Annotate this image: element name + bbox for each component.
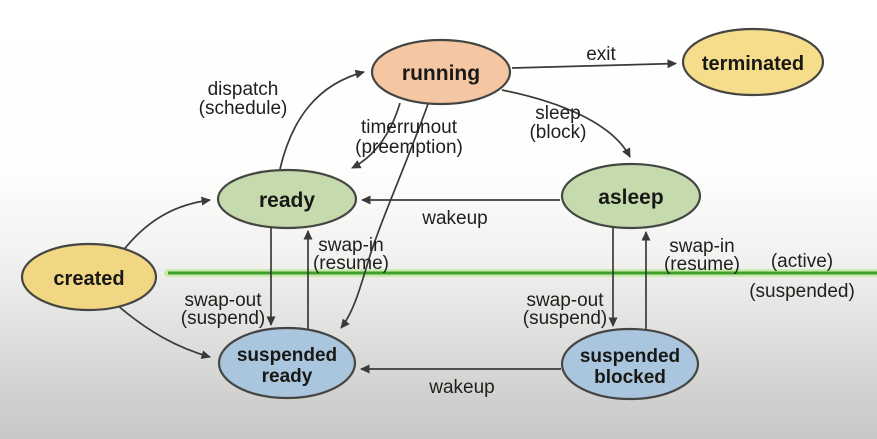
edge-dispatch bbox=[279, 69, 365, 170]
edge-timerrunout bbox=[351, 102, 401, 169]
swap-out-right-label-line2: (suspend) bbox=[523, 308, 608, 329]
ready-ellipse bbox=[216, 168, 358, 230]
suspended-blocked-label-line2: blocked bbox=[594, 367, 666, 388]
active-zone-label: (active) bbox=[771, 251, 833, 272]
swap-in-right-label-line2: (resume) bbox=[664, 254, 740, 275]
ready-label: ready bbox=[259, 189, 315, 212]
created-ellipse bbox=[20, 242, 158, 312]
node-suspended-ready: suspended ready bbox=[217, 326, 357, 400]
edge-exit bbox=[511, 59, 677, 69]
edge-created-to-ready bbox=[121, 196, 211, 253]
suspended-blocked-label-line1: suspended bbox=[580, 346, 680, 367]
dispatch-label-line1: dispatch bbox=[208, 79, 279, 100]
swap-in-left-label-line1: swap-in bbox=[318, 235, 383, 256]
sleep-label-line1: sleep bbox=[535, 103, 580, 124]
dispatch-label-line2: (schedule) bbox=[199, 98, 288, 119]
asleep-label: asleep bbox=[598, 186, 663, 209]
wakeup-mid-label: wakeup bbox=[421, 208, 488, 229]
node-suspended-blocked: suspended blocked bbox=[560, 327, 700, 401]
asleep-ellipse bbox=[560, 162, 702, 230]
terminated-ellipse bbox=[681, 27, 825, 97]
swap-in-left-label-line2: (resume) bbox=[313, 253, 389, 274]
sleep-label-line2: (block) bbox=[529, 122, 586, 143]
terminated-label: terminated bbox=[702, 53, 804, 75]
wakeup-bottom-label: wakeup bbox=[428, 377, 495, 398]
swap-out-left-label-line1: swap-out bbox=[184, 290, 262, 311]
node-running: running bbox=[370, 38, 512, 106]
running-label: running bbox=[402, 62, 480, 85]
node-terminated: terminated bbox=[681, 27, 825, 97]
edge-created-to-suspended-ready bbox=[115, 303, 211, 360]
timerrunout-label-line2: (preemption) bbox=[355, 137, 463, 158]
node-asleep: asleep bbox=[560, 162, 702, 230]
edge-sleep bbox=[501, 89, 631, 158]
suspended-ready-label-line1: suspended bbox=[237, 345, 337, 366]
suspended-blocked-ellipse bbox=[560, 327, 700, 401]
exit-label: exit bbox=[586, 44, 616, 65]
suspended-ready-ellipse bbox=[217, 326, 357, 400]
node-created: created bbox=[20, 242, 158, 312]
swap-out-left-label-line2: (suspend) bbox=[181, 308, 266, 329]
node-ready: ready bbox=[216, 168, 358, 230]
created-label: created bbox=[53, 268, 124, 290]
running-ellipse bbox=[370, 38, 512, 106]
swap-out-right-label-line1: swap-out bbox=[526, 290, 604, 311]
suspended-ready-label-line2: ready bbox=[262, 366, 313, 387]
suspended-zone-label: (suspended) bbox=[749, 281, 855, 302]
swap-in-right-label-line1: swap-in bbox=[669, 236, 734, 257]
edge-running-to-suspended-ready bbox=[340, 103, 429, 329]
timerrunout-label-line1: timerrunout bbox=[361, 117, 458, 138]
